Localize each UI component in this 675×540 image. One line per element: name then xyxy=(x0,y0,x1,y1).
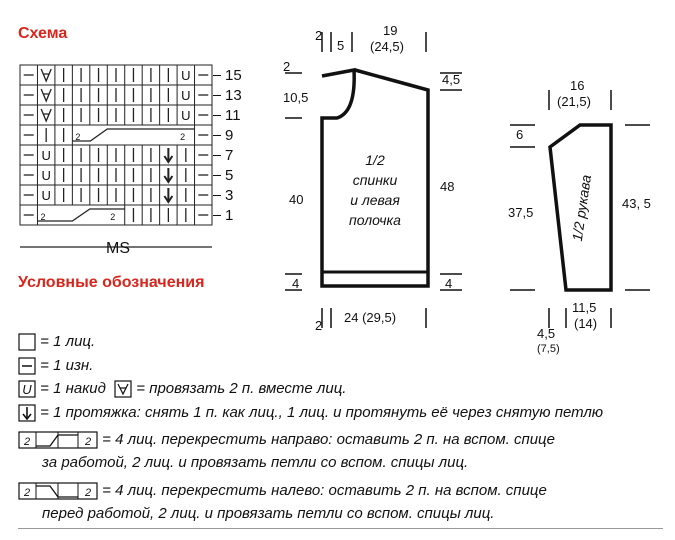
sleeve-dim-bottom-offset: 4,5 xyxy=(537,326,556,341)
sleeve-dim-left-height: 37,5 xyxy=(508,205,534,220)
sleeve-outline xyxy=(548,123,613,292)
sleeve-dim-top-width: 16 xyxy=(570,78,585,93)
back-dim-top-shoulder-alt: (24,5) xyxy=(370,39,404,54)
back-dim-right-band: 4 xyxy=(445,276,453,291)
yarn-over-symbol-icon: U xyxy=(18,380,36,398)
row-number-dash xyxy=(213,215,221,216)
cable-count-label: 2 xyxy=(40,212,45,222)
row-number-dash xyxy=(213,155,221,156)
row-number: 13 xyxy=(225,87,242,104)
yarn-over-mark: U xyxy=(181,88,190,103)
legend-knit: = 1 лиц. xyxy=(18,333,95,351)
row-number: 5 xyxy=(225,167,234,184)
back-dim-bottom-width: 24 (29,5) xyxy=(344,310,397,325)
cable-right-mark xyxy=(72,128,195,142)
back-dim-top-neck-b: 5 xyxy=(337,38,345,53)
yarn-over-mark: U xyxy=(181,108,190,123)
yarn-over-mark: U xyxy=(41,168,50,183)
row-number: 11 xyxy=(225,107,241,124)
sleeve-dim-right-height: 43, 5 xyxy=(622,196,651,211)
legend-pull-through: = 1 протяжка: снять 1 п. как лиц., 1 лиц… xyxy=(18,404,603,422)
back-dim-bottom-edge: 2 xyxy=(315,318,323,333)
back-dim-top-shoulder: 19 xyxy=(383,23,398,38)
yarn-over-mark: U xyxy=(41,188,50,203)
k2tog-mark xyxy=(40,68,52,83)
yarn-over-mark: U xyxy=(181,68,190,83)
sleeve-dim-top-slope: 6 xyxy=(516,127,524,142)
chart-grid xyxy=(19,64,213,226)
ms-label: MS xyxy=(106,240,130,257)
row-number: 15 xyxy=(225,67,242,84)
row-number-dash xyxy=(213,135,221,136)
knit-symbol-icon xyxy=(18,333,36,351)
row-number: 7 xyxy=(225,147,234,164)
cable-count-label: 2 xyxy=(110,212,115,222)
back-dim-left-top: 2 xyxy=(283,59,291,74)
back-dim-top-neck-a: 2 xyxy=(315,28,323,43)
back-dim-left-neck: 10,5 xyxy=(283,90,309,105)
svg-text:2: 2 xyxy=(84,487,91,499)
pull-through-mark xyxy=(163,168,174,184)
row-number: 3 xyxy=(225,187,234,204)
row-number-dash xyxy=(213,195,221,196)
back-piece-label: 1/2 спинки и левая полочка xyxy=(349,152,401,228)
bottom-divider xyxy=(18,528,663,529)
sleeve-dim-bottom-offset-alt: (7,5) xyxy=(537,343,560,355)
back-dim-left-band: 4 xyxy=(292,276,300,291)
cable-left-mark xyxy=(37,208,125,222)
legend-cross-left-cont: перед работой, 2 лиц. и провязать петли … xyxy=(42,505,495,522)
pull-through-mark xyxy=(163,148,174,164)
yarn-over-mark: U xyxy=(41,148,50,163)
back-dim-shoulder-slope: 4,5 xyxy=(442,72,461,87)
svg-text:2: 2 xyxy=(23,436,30,448)
legend-purl: = 1 изн. xyxy=(18,357,93,375)
cable-count-label: 2 xyxy=(75,132,80,142)
sleeve-dim-bottom-width: 11,5 xyxy=(572,300,597,315)
sleeve-dim-top-width-alt: (21,5) xyxy=(557,94,591,109)
legend-cross-right-cont: за работой, 2 лиц. и провязать петли со … xyxy=(42,454,469,471)
svg-text:2: 2 xyxy=(84,436,91,448)
legend-yarn-over: U = 1 накид = провязать 2 п. вместе лиц. xyxy=(18,380,346,398)
back-piece-outline xyxy=(320,67,430,288)
back-dim-right-height: 48 xyxy=(440,179,455,194)
scheme-title: Схема xyxy=(18,25,68,42)
legend-title: Условные обозначения xyxy=(18,274,205,291)
back-dim-left-height: 40 xyxy=(289,192,304,207)
k2tog-mark xyxy=(40,108,52,123)
row-number-dash xyxy=(213,75,221,76)
sleeve-dim-bottom-width-alt: (14) xyxy=(574,316,598,331)
cable-count-label: 2 xyxy=(180,132,185,142)
k2tog-symbol-icon xyxy=(114,380,132,398)
row-number-dash xyxy=(213,175,221,176)
row-number: 1 xyxy=(225,207,234,224)
svg-text:U: U xyxy=(22,382,32,397)
k2tog-mark xyxy=(40,88,52,103)
pull-through-symbol-icon xyxy=(18,404,36,422)
pull-through-mark xyxy=(163,188,174,204)
row-number: 9 xyxy=(225,127,234,144)
purl-symbol-icon xyxy=(18,357,36,375)
row-number-dash xyxy=(213,95,221,96)
svg-text:2: 2 xyxy=(23,487,30,499)
row-number-dash xyxy=(213,115,221,116)
